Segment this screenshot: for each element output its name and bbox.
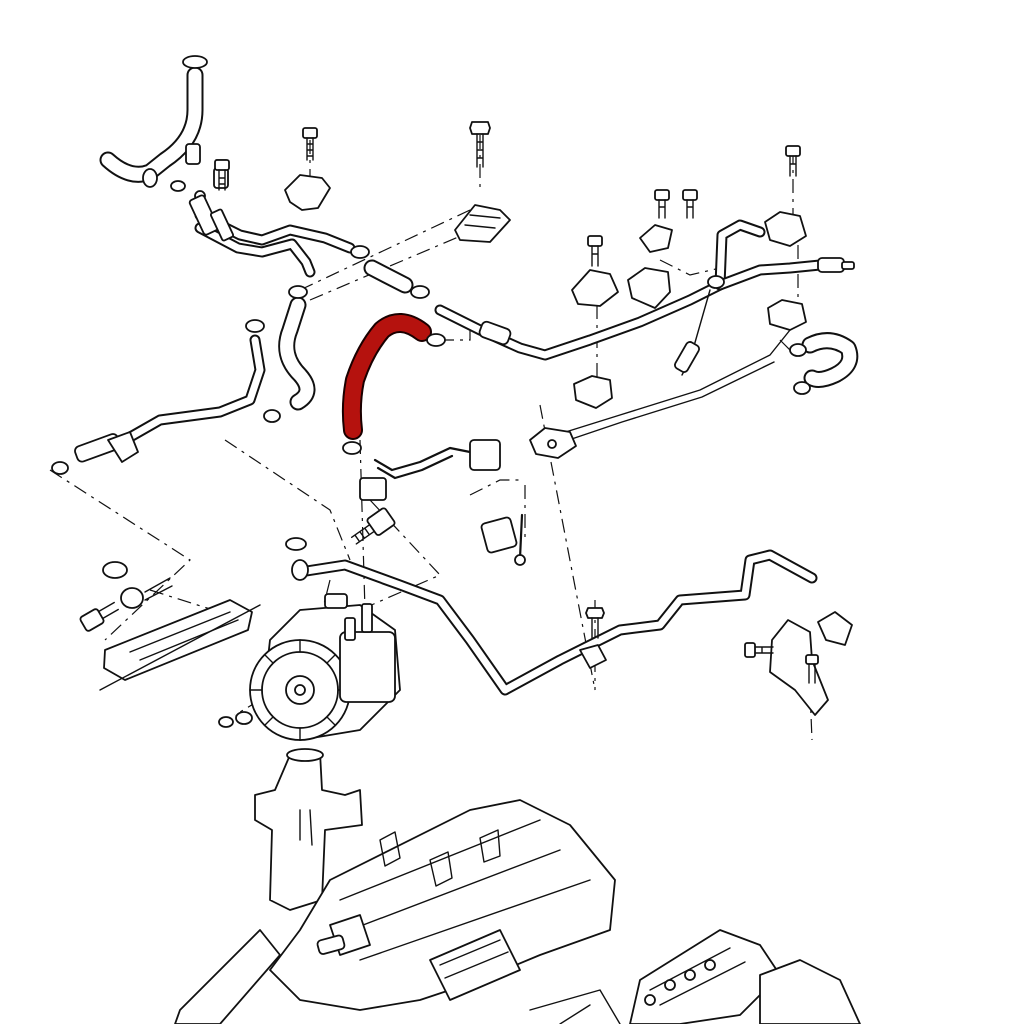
upper-left-hose-assembly: [99, 55, 430, 299]
pipe-bracket: [579, 644, 607, 669]
bolt: [302, 127, 318, 161]
bolt: [214, 159, 230, 191]
sensor: [359, 477, 387, 501]
pipe-bracket: [188, 194, 220, 236]
nipple-fitting: [185, 143, 201, 165]
left-hose-assembly: [51, 285, 316, 475]
bolt: [682, 189, 698, 219]
clip-bracket: [767, 299, 807, 331]
bolt: [654, 189, 670, 219]
bleed-valve: [674, 341, 700, 373]
sensor-harness: [350, 439, 526, 566]
bolt: [744, 642, 774, 658]
stud-nut: [585, 607, 605, 639]
right-tube-assembly: [434, 219, 859, 459]
bolt: [350, 507, 396, 545]
hose-clamp: [342, 441, 362, 455]
hose-coupler: [478, 320, 512, 346]
clip-bracket: [284, 174, 331, 211]
clip-bracket: [573, 375, 613, 409]
bolt: [785, 145, 801, 177]
bolt: [805, 654, 819, 684]
clip-bracket: [627, 267, 671, 309]
electrical-connector: [469, 439, 501, 471]
brackets-top: [284, 174, 807, 409]
bolt: [79, 601, 119, 632]
tube-fitting: [817, 257, 845, 273]
lower-return-pipe: [285, 537, 818, 696]
clip-bracket: [571, 269, 619, 307]
highlighted-coolant-hose[interactable]: [341, 313, 446, 455]
washer: [102, 561, 128, 579]
right-lower-brackets: [744, 611, 853, 716]
mounting-bracket: [454, 204, 511, 243]
nut: [218, 716, 234, 728]
clip: [639, 224, 673, 253]
outlet-nipple: [344, 617, 356, 641]
engine-block: [174, 748, 861, 1024]
hose-clamp: [426, 333, 446, 347]
clip-bracket: [764, 211, 807, 247]
hose-clamp: [182, 55, 208, 69]
stud-nut: [469, 121, 491, 168]
support-bracket: [769, 619, 829, 716]
bolt-set-top: [214, 121, 801, 267]
left-lower-parts: [79, 561, 261, 728]
electrical-connector: [480, 516, 518, 554]
bushing: [120, 587, 144, 609]
clip: [817, 611, 853, 646]
washer: [235, 711, 253, 725]
outlet-nipple: [361, 603, 373, 633]
pump-assembly: [249, 593, 401, 741]
bolt: [587, 235, 603, 267]
